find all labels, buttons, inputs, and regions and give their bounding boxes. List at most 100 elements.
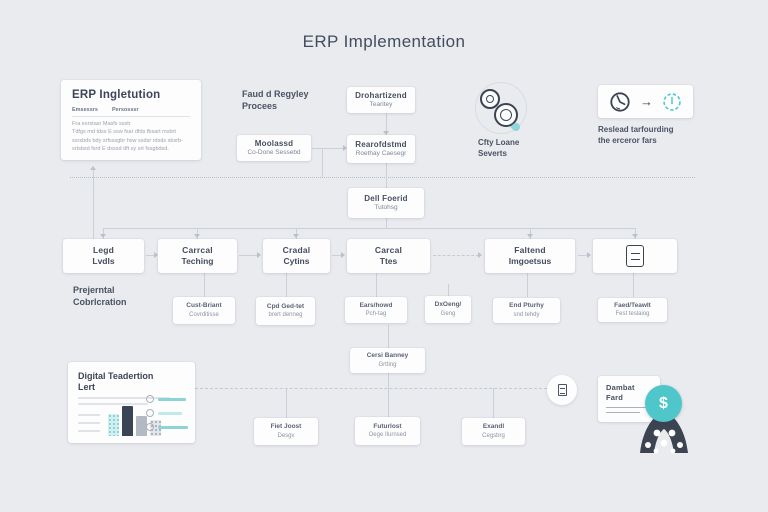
node-label: Dell Foerid: [364, 193, 408, 203]
node-label: Moolassd: [254, 138, 294, 148]
node-sublabel: Ttes: [379, 256, 398, 266]
tab-left: Emsessrs: [72, 107, 98, 113]
connector: [386, 162, 387, 188]
underline: [606, 406, 650, 408]
legend-item: [146, 395, 186, 403]
connector: [195, 388, 547, 389]
node-label: Cpd Ged-tet: [266, 302, 305, 310]
connector: [433, 255, 479, 256]
clock-caption: Reslead tarfourding the erceror fars: [598, 124, 674, 146]
divider-line: [70, 177, 695, 178]
underline: [606, 411, 640, 413]
scroll-circle-icon: [547, 375, 577, 405]
dollar-badge: $: [645, 385, 682, 422]
clock-icon: [610, 91, 630, 112]
process-label-line2: Procees: [242, 101, 278, 112]
node-label: End Pturhy: [509, 302, 544, 310]
connector: [312, 148, 345, 149]
node-replatform: Rearofdstmd Roethay Caesegr: [347, 135, 415, 163]
node-sublabel: Co-Done Sessebd: [247, 148, 301, 156]
bar-teal: [108, 414, 119, 436]
node-mid-3: Cradal Cytins: [263, 239, 330, 273]
card-body-line: ssrsbds bdy srfsssgbr hsw ssdsr rdsds sb…: [72, 137, 183, 144]
analytics-heading-line1: Digital Teadertion: [78, 371, 154, 381]
bullet-line: [78, 422, 100, 424]
node-training: Drohartizend Tearitey: [347, 87, 415, 113]
gears-icon: [475, 82, 527, 134]
page-icon: [557, 384, 567, 396]
node-sublabel: Roethay Caesegr: [355, 149, 407, 157]
connector: [578, 255, 589, 256]
invoice-label-line2: Fard: [606, 392, 624, 402]
card-tabs: Emsessrs Persosssr: [72, 107, 190, 117]
document-icon: [626, 245, 644, 267]
arrowhead-down: [383, 131, 389, 138]
arrowhead-right: [587, 252, 594, 258]
node-mid-1: Legd Lvdls: [63, 239, 144, 273]
node-masked: Moolassd Co-Done Sessebd: [237, 135, 311, 161]
connector: [103, 228, 104, 239]
circle-icon: [146, 409, 154, 417]
arrowhead-right: [257, 252, 264, 258]
connector: [376, 273, 377, 297]
connector: [527, 272, 528, 297]
arrowhead-down: [194, 234, 200, 241]
connector: [93, 167, 94, 239]
circle-icon: [146, 423, 154, 431]
node-sub-6: Faed/Teawlt Fest teslaiog: [598, 298, 667, 322]
arrowhead-down: [527, 234, 533, 241]
time-saving-card: →: [598, 85, 693, 118]
node-sublabel: Teching: [181, 256, 214, 266]
node-label: Carcal: [374, 244, 403, 255]
node-sublabel: Covrditisse: [189, 311, 219, 318]
node-sublabel: Pch-tag: [365, 311, 387, 318]
node-bottom-1: Fiet Joost Desgv: [254, 418, 318, 445]
process-label-line1: Faud d Regyley: [242, 89, 309, 99]
page-title: ERP Implementation: [302, 32, 466, 51]
node-label: Legd: [92, 244, 115, 255]
erp-intro-card: ERP Ingletution Emsessrs Persosssr Fra e…: [61, 80, 201, 160]
phase-label: Prejerntal Cobrlcration: [73, 284, 127, 308]
invoice-label-line1: Dambat: [606, 383, 635, 392]
arrowhead-right: [343, 145, 350, 151]
teal-line: [158, 411, 182, 415]
node-sub-4: DxOeng/ Geng: [425, 296, 471, 323]
phase-label-line2: Cobrlcration: [73, 297, 127, 308]
node-mid-5: Faltend Imgoetsus: [485, 239, 575, 273]
node-label: Faltend: [514, 244, 546, 255]
connector: [296, 228, 297, 239]
node-label: Fiet Joost: [270, 423, 302, 431]
connector: [332, 255, 343, 256]
node-sublabel: Geng: [440, 310, 456, 317]
card-meta: Fra esrstasr Masfs ssstr: [72, 121, 131, 127]
node-sublabel: Tutohsg: [374, 203, 398, 211]
arrowhead-up: [90, 163, 96, 170]
text-placeholder: [78, 402, 148, 405]
node-mid-6: [593, 239, 677, 273]
node-sublabel: brert denneg: [268, 312, 303, 319]
node-label: Exandl: [482, 423, 505, 431]
arrowhead-down: [632, 234, 638, 241]
node-mid-2: Carrcal Teching: [158, 239, 237, 273]
bar-gray: [136, 416, 147, 436]
node-sublabel: Desgv: [277, 432, 295, 439]
node-label: Cust-Briant: [186, 302, 222, 310]
node-sublabel: Fest teslaiog: [615, 311, 650, 318]
node-sublabel: Cytins: [283, 256, 310, 266]
clock-caption-line2: the erceror fars: [598, 136, 657, 146]
gears-caption-line2: Severts: [478, 149, 507, 159]
arrowhead-down: [100, 234, 106, 241]
bullet-line: [78, 430, 100, 432]
clock-teal-icon: [663, 92, 681, 111]
node-sub-3: Ears/howd Pch-tag: [345, 297, 407, 323]
node-sub-5: End Pturhy snd tehdy: [493, 298, 560, 323]
arrow-right-icon: →: [640, 94, 653, 109]
teal-line: [158, 397, 186, 401]
connector: [388, 325, 389, 348]
connector: [286, 388, 287, 418]
node-label: Ears/howd: [359, 301, 393, 309]
connector: [448, 284, 449, 297]
bar-chart-icon: [108, 406, 161, 436]
node-sublabel: Oege Ilurnsed: [368, 432, 407, 439]
